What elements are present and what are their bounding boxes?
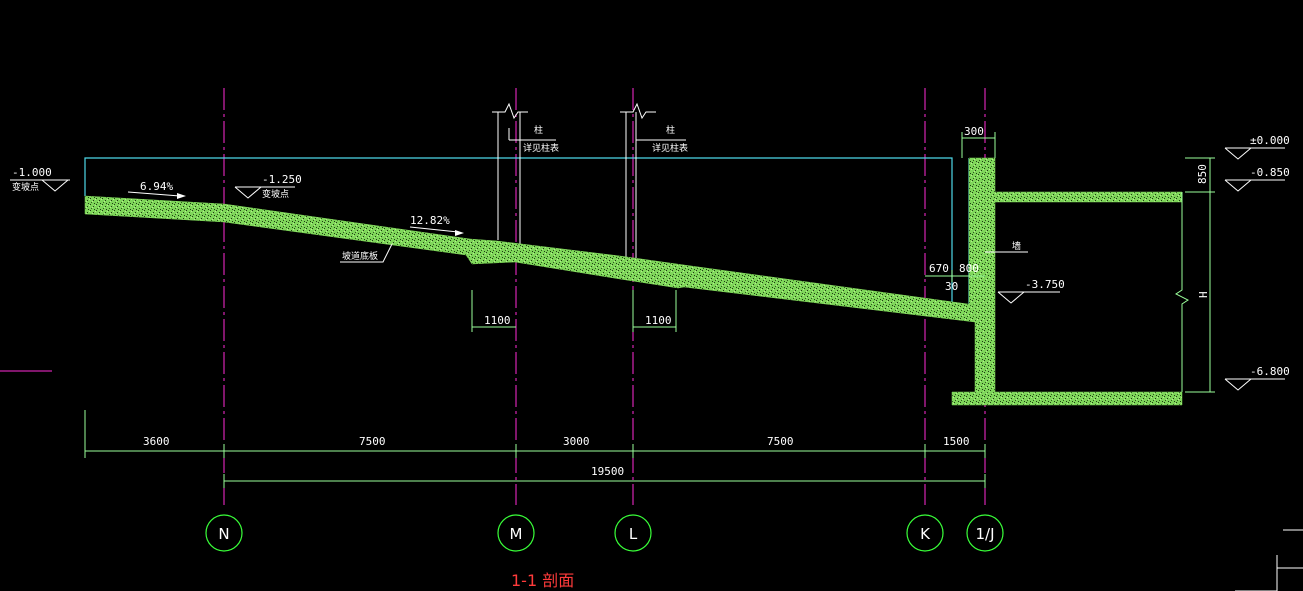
axis-label-k: K	[920, 525, 931, 543]
elev-bottom: -6.800	[1250, 365, 1290, 378]
grade-outline	[84, 157, 970, 305]
dim-850: 850	[1196, 164, 1209, 184]
elev-slab: -0.850	[1250, 166, 1290, 179]
dim-total: 19500	[591, 465, 624, 478]
axis-label-n: N	[218, 525, 229, 543]
col2-bottom: 详见柱表	[652, 142, 688, 154]
elevation-markers	[10, 147, 1285, 391]
dim-seg-1: 3600	[143, 435, 170, 448]
columns	[492, 102, 656, 260]
dim-notch-right: 1100	[645, 314, 672, 327]
dim-seg-4: 7500	[767, 435, 794, 448]
bottom-slab	[951, 391, 1183, 406]
ramp-slab	[84, 195, 976, 323]
drawing-title: 1-1 剖面	[511, 571, 574, 590]
elev-left: -1.000	[12, 166, 52, 179]
dimension-chain	[84, 410, 986, 488]
elev-ramp-end: -3.750	[1025, 278, 1065, 291]
retaining-wall	[968, 157, 1183, 393]
elev-left-note: 变坡点	[12, 181, 39, 193]
ramp-label: 坡道底板	[342, 250, 378, 262]
concrete-structure	[84, 157, 1183, 406]
elev-mid-note: 变坡点	[262, 188, 289, 200]
dim-800: 800	[959, 262, 979, 275]
slope-arrows	[127, 191, 464, 236]
dim-height: H	[1197, 291, 1210, 298]
notch-dims	[471, 290, 677, 332]
adjacent-drawing-fragment	[1235, 529, 1303, 591]
wall-label: 墙	[1012, 240, 1021, 252]
wall-dims	[925, 132, 1215, 393]
elev-top: ±0.000	[1250, 134, 1290, 147]
elev-mid: -1.250	[262, 173, 302, 186]
dim-seg-5: 1500	[943, 435, 970, 448]
col1-bottom: 详见柱表	[523, 142, 559, 154]
dim-seg-2: 7500	[359, 435, 386, 448]
dim-notch-left: 1100	[484, 314, 511, 327]
dim-670: 670	[929, 262, 949, 275]
leaders	[340, 128, 1028, 263]
col2-top: 柱	[666, 124, 675, 136]
axis-bubbles	[205, 514, 1004, 552]
dim-wall-top: 300	[964, 125, 984, 138]
slope-first: 6.94%	[140, 180, 173, 193]
axis-label-1j: 1/J	[975, 525, 994, 543]
dim-seg-3: 3000	[563, 435, 590, 448]
col1-top: 柱	[534, 124, 543, 136]
dim-30: 30	[945, 280, 958, 293]
slope-second: 12.82%	[410, 214, 450, 227]
axis-label-l: L	[629, 525, 638, 543]
axis-label-m: M	[510, 525, 523, 543]
